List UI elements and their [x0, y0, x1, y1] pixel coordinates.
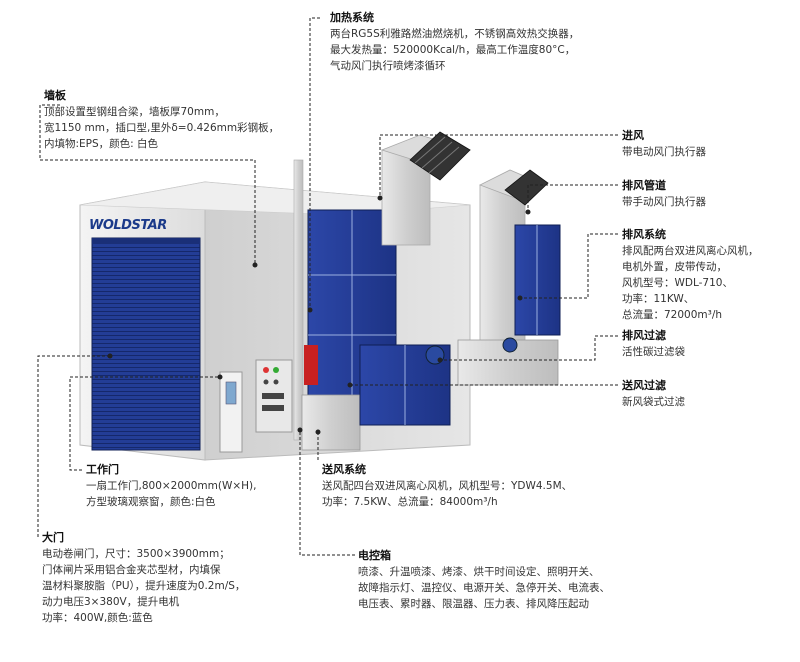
main-door-title: 大门 — [42, 531, 64, 544]
supply-filter-desc: 新风袋式过滤 — [622, 396, 685, 408]
main-roller-door — [91, 237, 201, 451]
callout-leader-lines — [37, 17, 618, 556]
air-inlet-title: 进风 — [622, 129, 644, 142]
callout-main-door: 大门 电动卷闸门，尺寸：3500×3900mm； 门体闸片采用铝合金夹芯型材，内… — [42, 530, 245, 626]
supply-system-title: 送风系统 — [322, 463, 366, 476]
callout-wall-panel: 墙板 顶部设置型钢组合梁，墙板厚70mm， 宽1150 mm，插口型,里外δ=0… — [44, 88, 279, 152]
control-box-desc: 喷漆、升温喷漆、烤漆、烘干时间设定、照明开关、 故障指示灯、温控仪、电源开关、急… — [358, 566, 610, 610]
work-door-title: 工作门 — [86, 463, 119, 476]
heating-system-desc: 两台RG5S利雅路燃油燃烧机，不锈钢高效热交换器， 最大发热量：520000Kc… — [330, 28, 580, 72]
heating-chimney — [293, 159, 304, 441]
callout-exhaust-system: 排风系统 排风配两台双进风离心风机， 电机外置，皮带传动， 风机型号：WDL-7… — [622, 227, 759, 323]
heating-system-title: 加热系统 — [330, 11, 374, 24]
work-door-desc: 一扇工作门,800×2000mm(W×H), 方型玻璃观察窗，颜色:白色 — [86, 480, 257, 508]
supply-air-unit — [301, 209, 451, 451]
work-door — [219, 371, 243, 453]
callout-supply-filter: 送风过滤 新风袋式过滤 — [622, 378, 685, 410]
wall-panel-title: 墙板 — [44, 89, 66, 102]
brand-logo: WOLDSTAR — [89, 218, 167, 233]
inlet-duct — [380, 131, 472, 246]
wall-panel-desc: 顶部设置型钢组合梁，墙板厚70mm， 宽1150 mm，插口型,里外δ=0.42… — [44, 106, 280, 150]
exhaust-duct-desc: 带手动风门执行器 — [622, 196, 706, 208]
exhaust-system-desc: 排风配两台双进风离心风机， 电机外置，皮带传动， 风机型号：WDL-710、 功… — [622, 245, 759, 321]
callout-air-inlet: 进风 带电动风门执行器 — [622, 128, 706, 160]
callout-work-door: 工作门 一扇工作门,800×2000mm(W×H), 方型玻璃观察窗，颜色:白色 — [86, 462, 256, 510]
exhaust-air-unit — [425, 169, 561, 386]
control-box-title: 电控箱 — [358, 549, 391, 562]
exhaust-filter-desc: 活性碳过滤袋 — [622, 346, 685, 358]
supply-system-desc: 送风配四台双进风离心风机，风机型号：YDW4.5M、 功率：7.5KW、总流量：… — [322, 480, 573, 508]
callout-heating-system: 加热系统 两台RG5S利雅路燃油燃烧机，不锈钢高效热交换器， 最大发热量：520… — [330, 10, 579, 74]
callout-supply-system: 送风系统 送风配四台双进风离心风机，风机型号：YDW4.5M、 功率：7.5KW… — [322, 462, 572, 510]
callout-exhaust-duct: 排风管道 带手动风门执行器 — [622, 178, 706, 210]
main-door-desc: 电动卷闸门，尺寸：3500×3900mm； 门体闸片采用铝合金夹芯型材，内填保 … — [42, 548, 246, 624]
callout-control-box: 电控箱 喷漆、升温喷漆、烤漆、烘干时间设定、照明开关、 故障指示灯、温控仪、电源… — [358, 548, 610, 612]
exhaust-system-title: 排风系统 — [622, 228, 666, 241]
exhaust-duct-title: 排风管道 — [622, 179, 666, 192]
callout-exhaust-filter: 排风过滤 活性碳过滤袋 — [622, 328, 685, 360]
control-box — [255, 359, 293, 433]
callout-dots — [107, 195, 531, 435]
exhaust-filter-title: 排风过滤 — [622, 329, 666, 342]
air-inlet-desc: 带电动风门执行器 — [622, 146, 706, 158]
supply-filter-title: 送风过滤 — [622, 379, 666, 392]
